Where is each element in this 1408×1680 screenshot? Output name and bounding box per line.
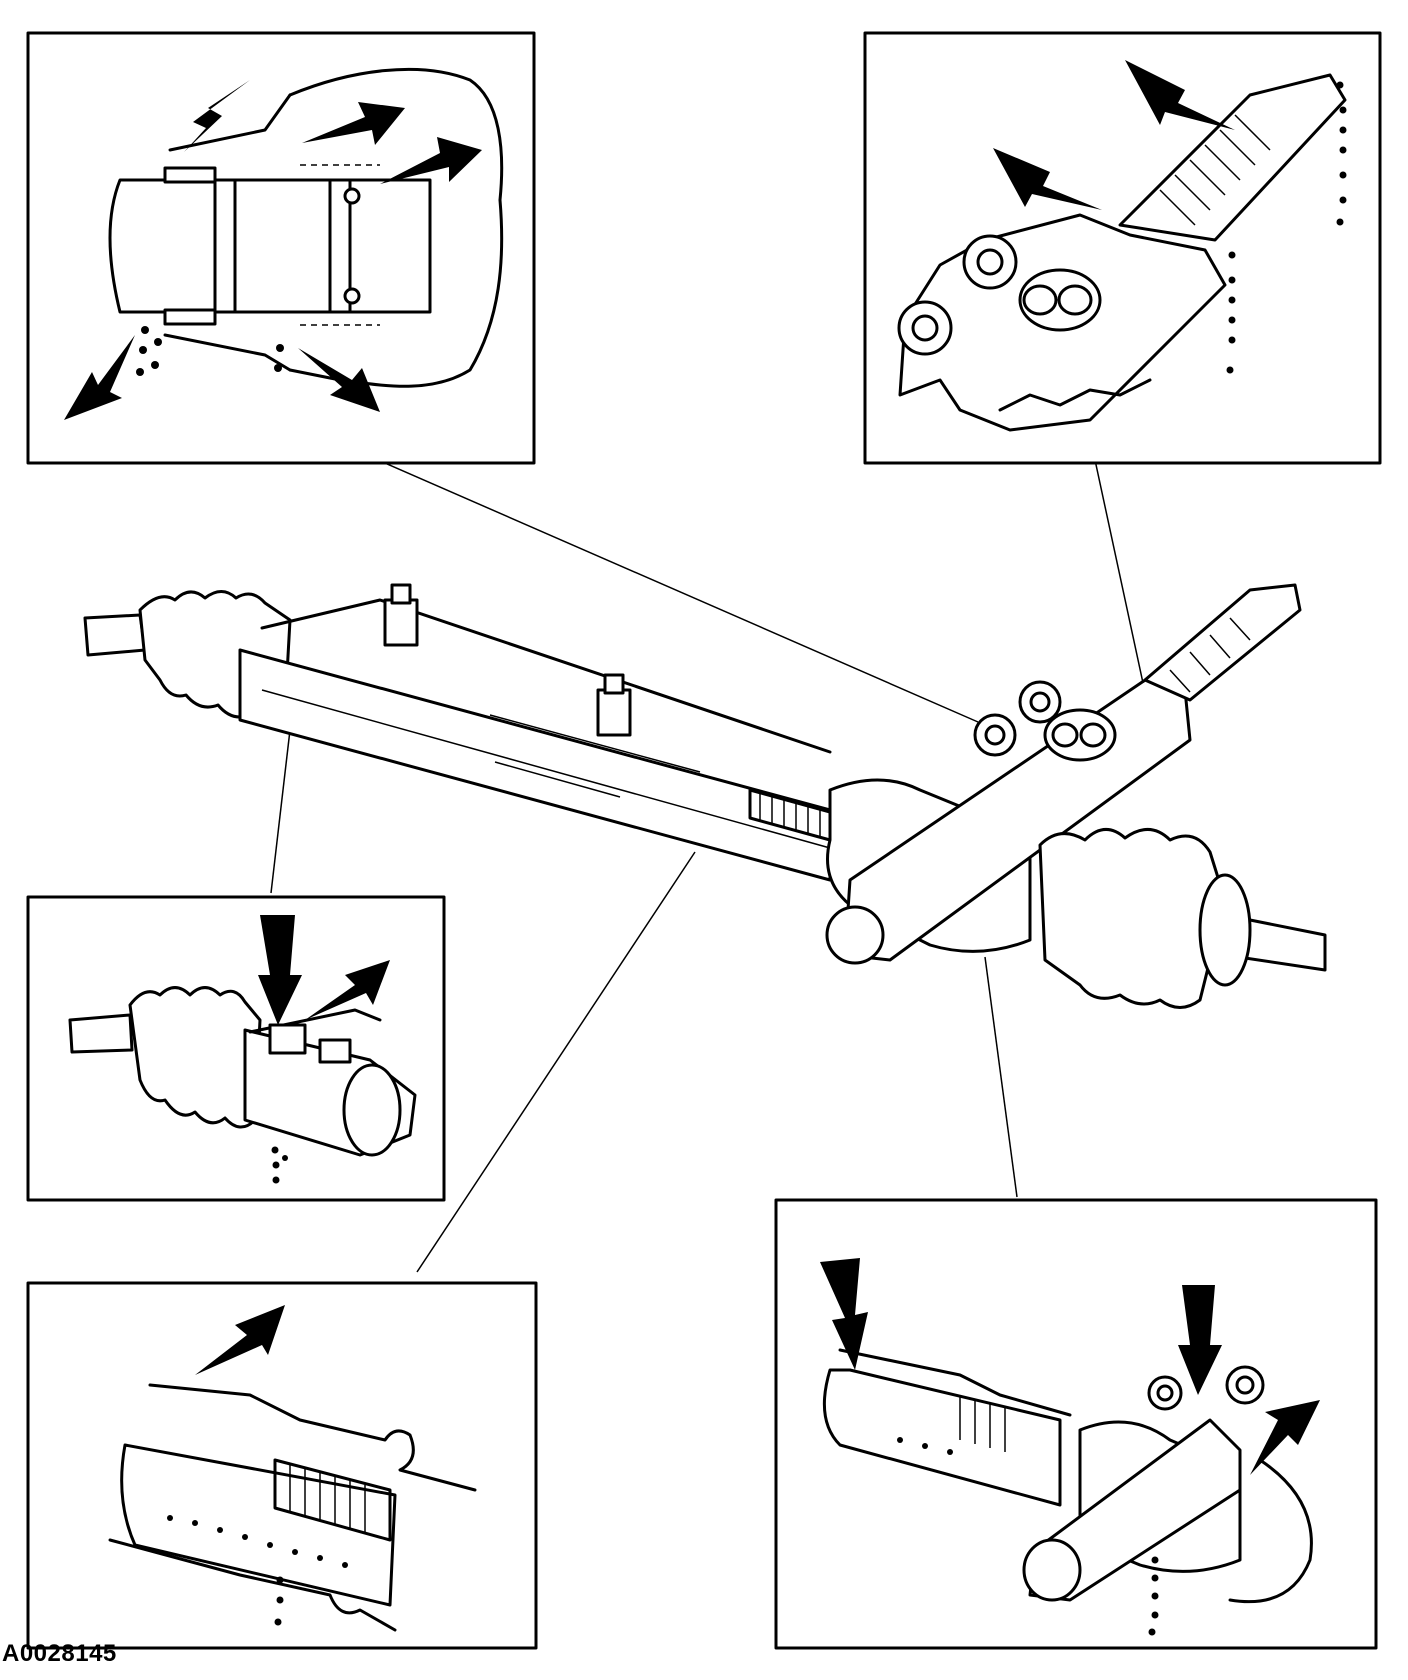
figure-code: A0028145 [2,1640,117,1667]
leak-arrow-icon [195,1305,285,1375]
leak-arrow-icon [258,915,390,1025]
leak-arrow-icon [820,1258,1320,1475]
main-steering-gear-assembly [83,583,1327,1009]
inset-pinion-input-seal [863,31,1382,465]
leader-lines [270,459,1144,1273]
inset-rack-tube-seal [26,1281,538,1650]
inset-tie-rod-boot-end [26,895,446,1202]
leak-arrow-icon [993,60,1235,210]
inset-pinion-housing-seal [774,1198,1378,1650]
inset-rack-end-seal [26,31,536,465]
leak-arrow-icon [64,80,482,420]
